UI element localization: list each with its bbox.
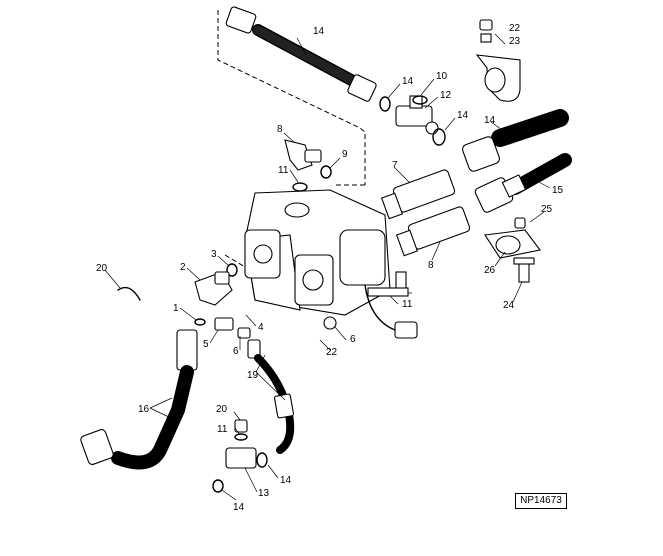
callout-7: 6 (350, 334, 356, 345)
callout-11-a: 10 (436, 71, 448, 82)
callout-25: 24 (503, 300, 515, 311)
callout-10: 9 (342, 149, 348, 160)
callout-1: 1 (173, 303, 179, 314)
callout-17: 14 (313, 26, 325, 37)
callout-19: 19 (247, 370, 259, 381)
callout-14-a: 14 (402, 76, 414, 87)
callout-6-label: 6 (233, 346, 239, 357)
callout-14-c: 14 (280, 475, 292, 486)
callout-9: 8 (277, 124, 283, 135)
callout-13-a: 12 (440, 90, 452, 101)
callout-11-b: 11 (278, 165, 289, 176)
valve-cartridges-8 (380, 169, 471, 257)
callout-23: 23 (509, 36, 521, 47)
callout-2: 2 (180, 262, 186, 273)
right-hoses (462, 109, 572, 213)
clamp-26-parts (484, 217, 541, 283)
callout-11-c: 11 (217, 424, 228, 435)
callout-8-b: 8 (428, 260, 434, 271)
callout-18: 16 (138, 404, 150, 415)
small-fittings (214, 317, 251, 339)
callout-21: 20 (96, 263, 108, 274)
tee-fitting-upper (395, 95, 439, 135)
callout-labels: 14 22 23 14 10 12 14 14 8 9 7 11 15 25 8… (96, 23, 564, 513)
o-rings (194, 95, 446, 493)
callout-26: 26 (484, 265, 496, 276)
hose-19 (247, 339, 295, 454)
callout-8-a: 7 (392, 160, 398, 171)
callout-22-top: 22 (509, 23, 521, 34)
callout-13-b: 13 (258, 488, 270, 499)
callout-20-label: 20 (216, 404, 228, 415)
callout-14-d-label: 14 (233, 502, 245, 513)
callout-4: 4 (258, 322, 264, 333)
callout-14-b: 14 (457, 110, 469, 121)
snap-ring-21 (117, 286, 141, 301)
clamp-23 (475, 19, 521, 102)
valve-body (244, 189, 391, 330)
sensor-harness (364, 284, 418, 339)
elbow-fitting-9 (284, 139, 322, 171)
callout-22-bottom: 22 (326, 347, 338, 358)
callout-15: 14 (484, 115, 496, 126)
bolt-12 (367, 271, 412, 297)
elbow-fitting-2 (194, 271, 233, 306)
tee-fitting-lower (225, 419, 257, 469)
leader-lines (104, 33, 551, 501)
upper-hose-17 (225, 6, 377, 102)
reference-code-label: NP14673 (515, 493, 567, 509)
callout-5: 5 (203, 339, 209, 350)
hose-18 (80, 329, 198, 470)
callout-16: 15 (552, 185, 564, 196)
callout-24: 25 (541, 204, 553, 215)
callout-3: 3 (211, 249, 217, 260)
callout-12: 11 (402, 299, 413, 310)
